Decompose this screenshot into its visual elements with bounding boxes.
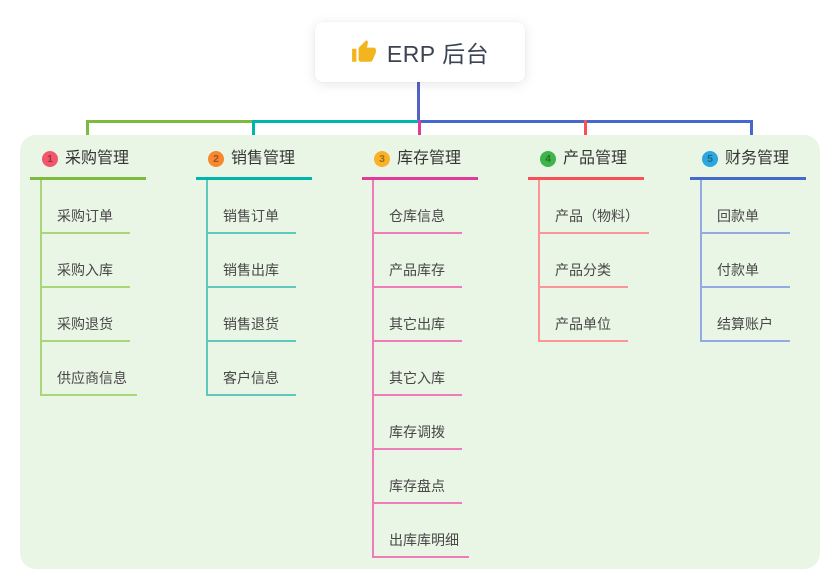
node-purchase-order[interactable]: 采购订单 <box>42 180 130 234</box>
badge-3-icon: 3 <box>374 151 390 167</box>
branch-product: 4 产品管理 产品（物料） 产品分类 产品单位 <box>528 147 678 342</box>
node-stock-check[interactable]: 库存盘点 <box>374 450 462 504</box>
connector-drop-product <box>584 120 587 149</box>
branch-finance: 5 财务管理 回款单 付款单 结算账户 <box>690 147 839 342</box>
node-product-unit[interactable]: 产品单位 <box>540 288 628 342</box>
node-other-outbound[interactable]: 其它出库 <box>374 288 462 342</box>
node-supplier-info[interactable]: 供应商信息 <box>42 342 137 396</box>
node-sales-outbound[interactable]: 销售出库 <box>208 234 296 288</box>
node-product-material[interactable]: 产品（物料） <box>540 180 649 234</box>
connector-horizontal-sales <box>252 120 421 123</box>
branch-header-sales[interactable]: 2 销售管理 <box>196 147 312 180</box>
node-other-inbound[interactable]: 其它入库 <box>374 342 462 396</box>
node-sales-return[interactable]: 销售退货 <box>208 288 296 342</box>
thumbs-up-icon <box>351 39 377 65</box>
root-title: ERP 后台 <box>386 41 490 67</box>
branch-children: 采购订单 采购入库 采购退货 供应商信息 <box>40 180 137 396</box>
connector-drop-finance <box>750 120 753 149</box>
connector-horizontal-purchase <box>86 120 255 123</box>
badge-2-icon: 2 <box>208 151 224 167</box>
node-stock-transfer[interactable]: 库存调拨 <box>374 396 462 450</box>
node-settlement-account[interactable]: 结算账户 <box>702 288 790 342</box>
badge-4-icon: 4 <box>540 151 556 167</box>
branch-label: 销售管理 <box>231 150 296 167</box>
branch-header-product[interactable]: 4 产品管理 <box>528 147 644 180</box>
node-payment-bill[interactable]: 付款单 <box>702 234 790 288</box>
branch-sales: 2 销售管理 销售订单 销售出库 销售退货 客户信息 <box>196 147 346 396</box>
root-node[interactable]: ERP 后台 <box>315 22 525 82</box>
branch-label: 采购管理 <box>65 150 130 167</box>
branch-children: 销售订单 销售出库 销售退货 客户信息 <box>206 180 296 396</box>
connector-drop-purchase <box>86 120 89 149</box>
branch-label: 库存管理 <box>397 150 462 167</box>
branch-children: 回款单 付款单 结算账户 <box>700 180 790 342</box>
node-purchase-return[interactable]: 采购退货 <box>42 288 130 342</box>
canvas-panel: 1 采购管理 采购订单 采购入库 采购退货 供应商信息 2 销售管理 销售订单 … <box>20 135 820 569</box>
branch-label: 财务管理 <box>725 150 790 167</box>
node-warehouse-info[interactable]: 仓库信息 <box>374 180 462 234</box>
root-connector <box>417 82 420 122</box>
branch-children: 仓库信息 产品库存 其它出库 其它入库 库存调拨 库存盘点 出库库明细 <box>372 180 469 558</box>
branch-header-inventory[interactable]: 3 库存管理 <box>362 147 478 180</box>
node-receipt-bill[interactable]: 回款单 <box>702 180 790 234</box>
branch-header-purchase[interactable]: 1 采购管理 <box>30 147 146 180</box>
badge-1-icon: 1 <box>42 151 58 167</box>
connector-drop-inventory <box>418 120 421 149</box>
branch-children: 产品（物料） 产品分类 产品单位 <box>538 180 649 342</box>
node-product-category[interactable]: 产品分类 <box>540 234 628 288</box>
badge-5-icon: 5 <box>702 151 718 167</box>
branch-label: 产品管理 <box>563 150 628 167</box>
branch-inventory: 3 库存管理 仓库信息 产品库存 其它出库 其它入库 库存调拨 库存盘点 出库库… <box>362 147 512 558</box>
branch-purchase: 1 采购管理 采购订单 采购入库 采购退货 供应商信息 <box>30 147 180 396</box>
node-outbound-detail[interactable]: 出库库明细 <box>374 504 469 558</box>
node-product-stock[interactable]: 产品库存 <box>374 234 462 288</box>
node-purchase-inbound[interactable]: 采购入库 <box>42 234 130 288</box>
branch-header-finance[interactable]: 5 财务管理 <box>690 147 806 180</box>
node-customer-info[interactable]: 客户信息 <box>208 342 296 396</box>
node-sales-order[interactable]: 销售订单 <box>208 180 296 234</box>
connector-drop-sales <box>252 120 255 149</box>
